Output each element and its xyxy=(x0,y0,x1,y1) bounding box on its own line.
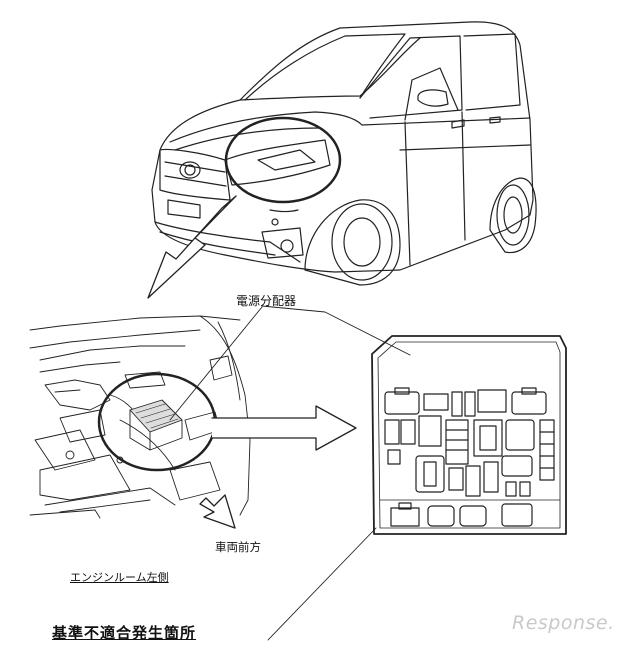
engine-room-left-label: エンジンルーム左側 xyxy=(70,571,169,584)
defect-pointer-line xyxy=(267,527,377,641)
pdu-label-line xyxy=(261,305,411,356)
defect-location-label: 基準不適合発生箇所 xyxy=(52,624,197,642)
arrow-to-fusebox-detail xyxy=(211,405,357,451)
headlight-highlight-circle xyxy=(224,116,342,204)
minivan-illustration xyxy=(151,21,537,286)
fusebox-detail xyxy=(371,335,567,535)
arrow-to-engine-room xyxy=(147,195,237,299)
response-watermark: Response. xyxy=(512,612,615,634)
vehicle-front-arrow xyxy=(199,494,236,529)
vehicle-front-label: 車両前方 xyxy=(215,540,261,554)
engine-room-illustration xyxy=(29,315,251,519)
label-leader-line xyxy=(169,306,263,421)
power-distributor-label: 電源分配器 xyxy=(236,294,297,308)
